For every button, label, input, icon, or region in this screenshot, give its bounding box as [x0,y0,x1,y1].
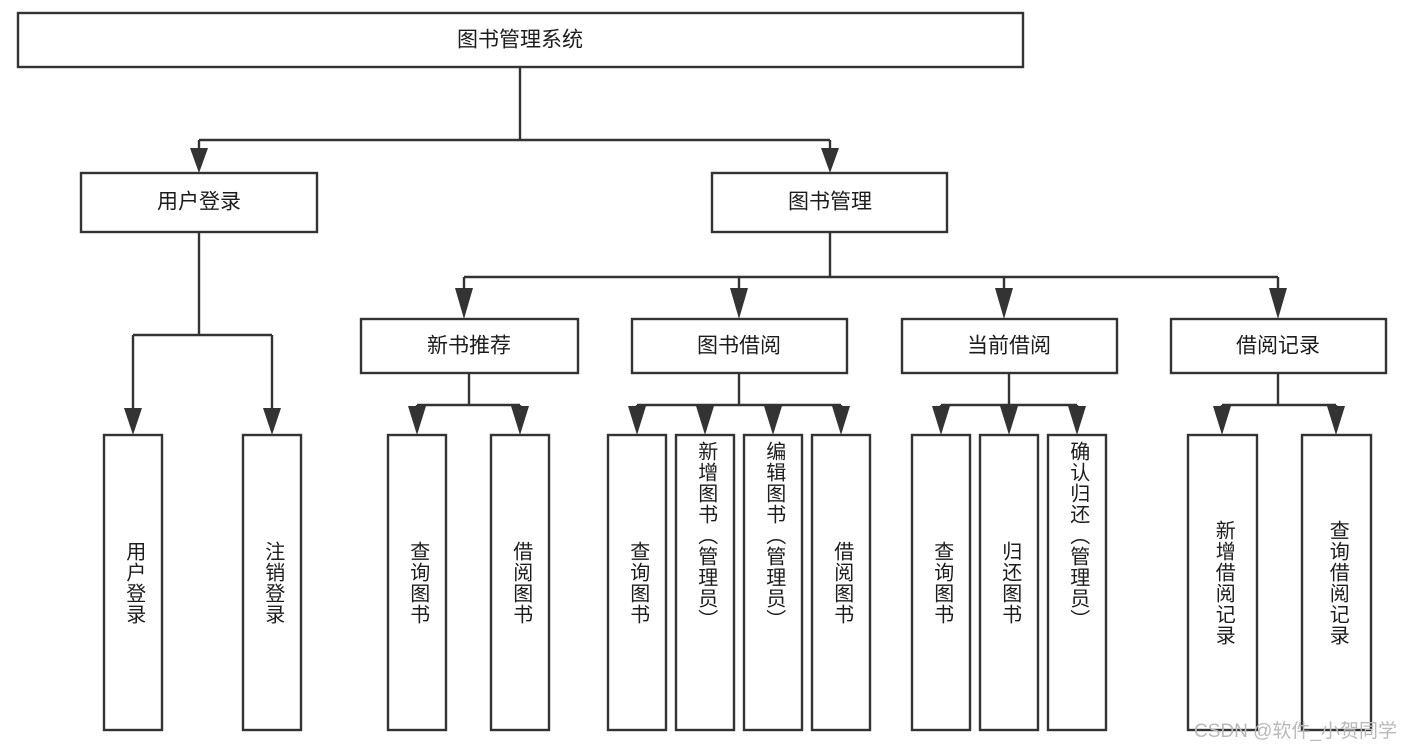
node-leaf-add-book[interactable] [674,433,736,732]
label-new-book-recommend: 新书推荐 [427,335,511,358]
label-current-borrow: 当前借阅 [967,335,1051,358]
node-leaf-query-book-1[interactable] [386,433,448,732]
connector-borrow-record-branch [1220,373,1338,425]
arrow-to-leaf-query-book-2 [628,406,646,435]
node-leaf-confirm-return[interactable] [1046,433,1108,732]
node-leaf-borrow-book-1[interactable] [489,433,551,732]
node-leaf-query-book-2[interactable] [606,433,668,732]
arrow-to-leaf-query-book-3 [932,406,950,435]
connector-book-management-branch [462,232,1280,308]
node-leaf-query-borrow-record[interactable] [1300,433,1373,732]
node-book-borrow[interactable] [630,317,849,375]
label-user-login: 用户登录 [157,191,241,214]
label-book-management: 图书管理 [788,191,872,214]
node-root[interactable] [16,11,1025,69]
arrow-to-leaf-confirm-return [1068,406,1086,435]
node-leaf-query-book-3[interactable] [910,433,972,732]
node-leaf-edit-book[interactable] [742,433,804,732]
label-root: 图书管理系统 [457,29,583,52]
arrow-to-book-management [821,148,839,173]
connector-new-book-branch [415,373,522,425]
arrow-to-borrow-record [1269,288,1287,319]
arrow-to-leaf-add-borrow-record [1213,406,1231,435]
horizontal-label-layer: 图书管理系统 用户登录 图书管理 新书推荐 图书借阅 当前借阅 借阅记录 [157,29,1320,358]
node-box-layer [16,11,1388,732]
node-leaf-add-borrow-record[interactable] [1186,433,1259,732]
arrow-to-leaf-add-book [696,406,714,435]
arrow-to-user-login [190,148,208,173]
arrow-to-book-borrow [730,288,748,319]
arrow-to-leaf-borrow-book-1 [511,406,529,435]
node-leaf-user-logout[interactable] [241,433,303,732]
arrow-to-leaf-return-book [1000,406,1018,435]
node-leaf-user-login[interactable] [102,433,164,732]
arrow-to-current-borrow [995,288,1013,319]
arrow-to-leaf-user-login [124,408,142,435]
node-new-book-recommend[interactable] [359,317,580,375]
arrow-to-leaf-edit-book [764,406,782,435]
arrow-to-leaf-query-borrow-record [1327,406,1345,435]
node-book-management[interactable] [710,171,949,234]
connector-user-login-branch [131,232,274,425]
csdn-watermark: CSDN @软件_小贺同学 [1194,721,1397,742]
arrow-to-leaf-borrow-book-2 [832,406,850,435]
node-borrow-record[interactable] [1169,317,1388,375]
label-book-borrow: 图书借阅 [697,335,781,358]
node-leaf-borrow-book-2[interactable] [810,433,872,732]
arrow-to-leaf-query-book-1 [408,406,426,435]
arrow-to-leaf-user-logout [263,408,281,435]
arrow-to-new-book-recommend [455,288,473,319]
connector-book-borrow-branch [635,373,843,425]
label-borrow-record: 借阅记录 [1236,335,1320,358]
node-current-borrow[interactable] [900,317,1119,375]
arrowhead-layer [124,148,1345,435]
node-leaf-return-book[interactable] [978,433,1040,732]
node-user-login[interactable] [79,171,319,234]
connector-root-trunk [197,67,832,163]
